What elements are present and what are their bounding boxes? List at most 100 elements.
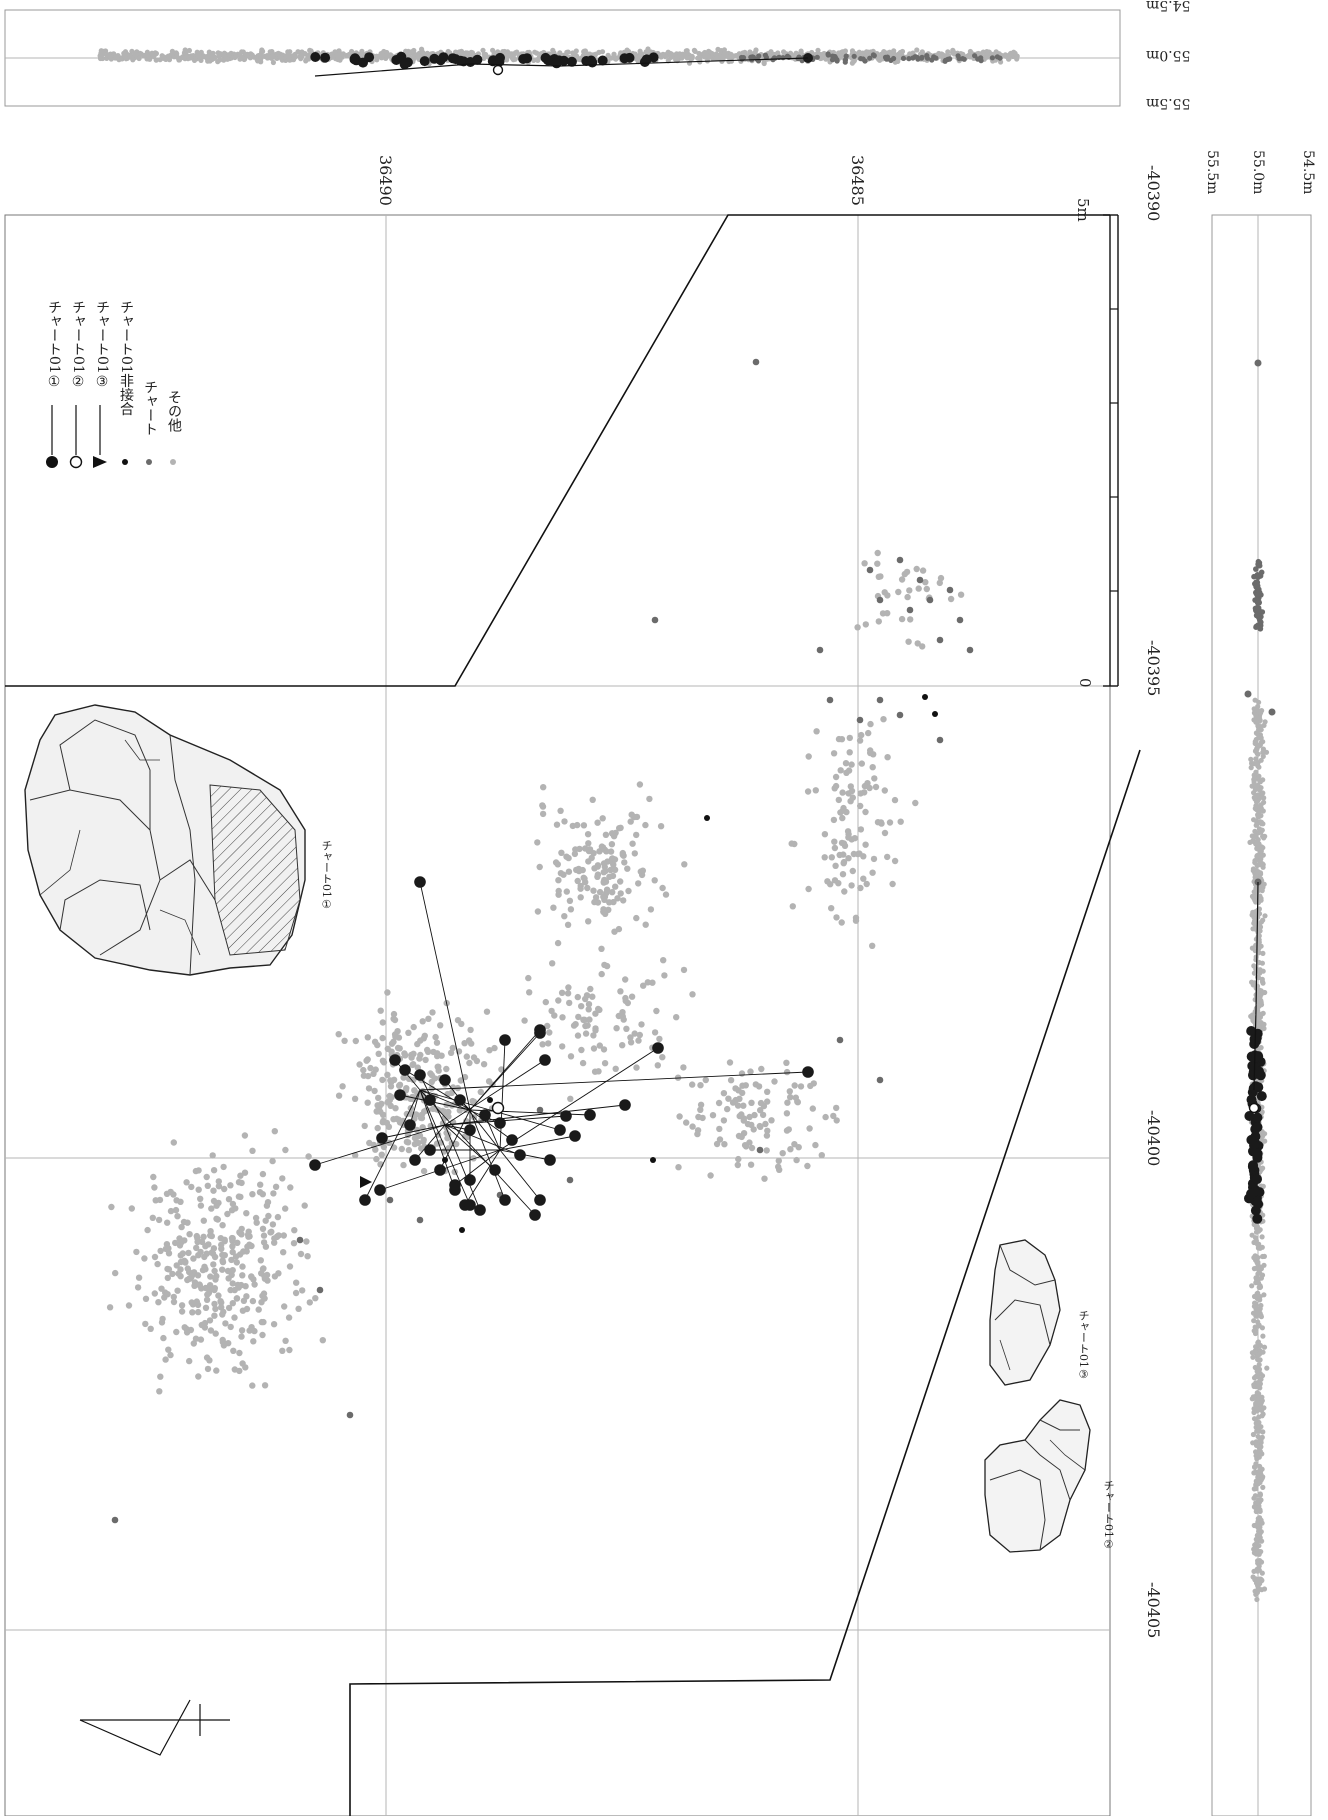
point-other (221, 1252, 228, 1259)
top-section-point-other (984, 54, 990, 60)
point-other (385, 1123, 393, 1131)
point-other (378, 1151, 385, 1158)
point-other (792, 1094, 799, 1101)
point-other (755, 1083, 763, 1090)
right-section-point-other (1262, 1131, 1268, 1137)
point-other (830, 750, 838, 757)
top-section-point-chert (989, 55, 996, 61)
point-other (661, 972, 668, 979)
point-other (221, 1185, 228, 1193)
point-other (414, 1064, 421, 1071)
point-other (622, 976, 629, 983)
point-other (833, 1104, 840, 1112)
right-section-point-other (1258, 1549, 1264, 1555)
point-chert01-refit1 (434, 1164, 446, 1176)
point-other (480, 1061, 488, 1068)
right-section-refit-line (1253, 881, 1259, 1091)
point-other (419, 1018, 426, 1025)
point-other (235, 1193, 243, 1200)
top-section-point-other (896, 51, 902, 57)
point-other (157, 1373, 164, 1380)
right-section-point-other (1256, 1342, 1262, 1348)
point-other (614, 895, 621, 902)
point-other (183, 1329, 191, 1336)
right-section-point-other (1260, 749, 1266, 756)
point-other (651, 1029, 659, 1036)
point-other (388, 1094, 395, 1101)
point-other (763, 1147, 770, 1154)
point-other (922, 579, 929, 586)
top-section-point-chert (842, 57, 849, 63)
point-chert (926, 596, 934, 604)
top-section-point-chert (997, 55, 1003, 61)
artifact-label-refit-3: チャート01③ (1077, 1310, 1090, 1381)
top-section-point-other (704, 52, 710, 59)
point-other (174, 1287, 181, 1294)
right-section-point-other (1258, 1444, 1264, 1450)
right-section-point-other (1253, 1505, 1259, 1511)
point-other (243, 1210, 250, 1217)
right-section-point-other (1256, 1227, 1262, 1234)
right-section-point-refit1 (1247, 1161, 1258, 1172)
point-other (442, 1109, 449, 1117)
point-other (828, 905, 835, 912)
point-other (740, 1117, 747, 1124)
point-other (830, 816, 838, 824)
refit-line (469, 1029, 541, 1111)
excavation-boundary-upper (5, 214, 1110, 687)
right-section-point-other (1253, 1551, 1259, 1557)
point-chert01-refit1 (414, 876, 426, 888)
point-chert (826, 696, 834, 704)
right-section-point-other (1259, 1234, 1265, 1240)
point-other (757, 1099, 765, 1107)
point-other (286, 1263, 294, 1270)
point-other (377, 1007, 384, 1014)
point-chert01-nonrefit (487, 1097, 493, 1103)
point-other (830, 1112, 837, 1120)
point-other (891, 857, 899, 865)
right-section-point-other (1260, 1484, 1266, 1490)
point-other (218, 1241, 225, 1249)
point-other (371, 1087, 378, 1095)
point-other (636, 1031, 643, 1039)
top-section-point-other (581, 48, 587, 54)
point-chert01-refit1 (309, 1159, 321, 1171)
point-other (229, 1200, 237, 1208)
point-chert01-refit1 (514, 1149, 526, 1161)
point-chert (916, 576, 924, 584)
point-other (804, 1162, 811, 1170)
point-other (249, 1297, 257, 1305)
top-section-point-chert (931, 54, 937, 60)
point-other (253, 1219, 260, 1226)
point-other (550, 904, 557, 911)
point-other (860, 875, 867, 882)
legend-label-nonrefit: チャート01非接合 (118, 300, 134, 416)
point-other (380, 1059, 388, 1066)
top-section-point-other (420, 50, 426, 56)
refit-line (439, 1109, 471, 1171)
right-section-point-other (1255, 930, 1261, 936)
point-other (898, 615, 906, 623)
point-other (673, 1014, 680, 1021)
point-other (561, 913, 568, 920)
point-other (417, 1037, 424, 1044)
point-other (218, 1299, 225, 1306)
point-other (352, 1152, 359, 1159)
point-other (142, 1320, 149, 1328)
point-other (392, 1105, 399, 1112)
top-section-point-other (203, 54, 209, 60)
point-other (534, 839, 541, 846)
right-section-point-other (1255, 1255, 1261, 1261)
top-section-point-other (696, 50, 702, 57)
point-other (374, 1102, 381, 1109)
point-other (849, 867, 856, 875)
point-other (229, 1248, 236, 1256)
point-other (260, 1290, 268, 1297)
point-other (242, 1283, 249, 1290)
point-other (205, 1241, 212, 1248)
right-section-point-other (1253, 756, 1259, 762)
point-other (249, 1191, 256, 1198)
top-section-point-other (274, 51, 280, 57)
point-other (617, 988, 624, 995)
